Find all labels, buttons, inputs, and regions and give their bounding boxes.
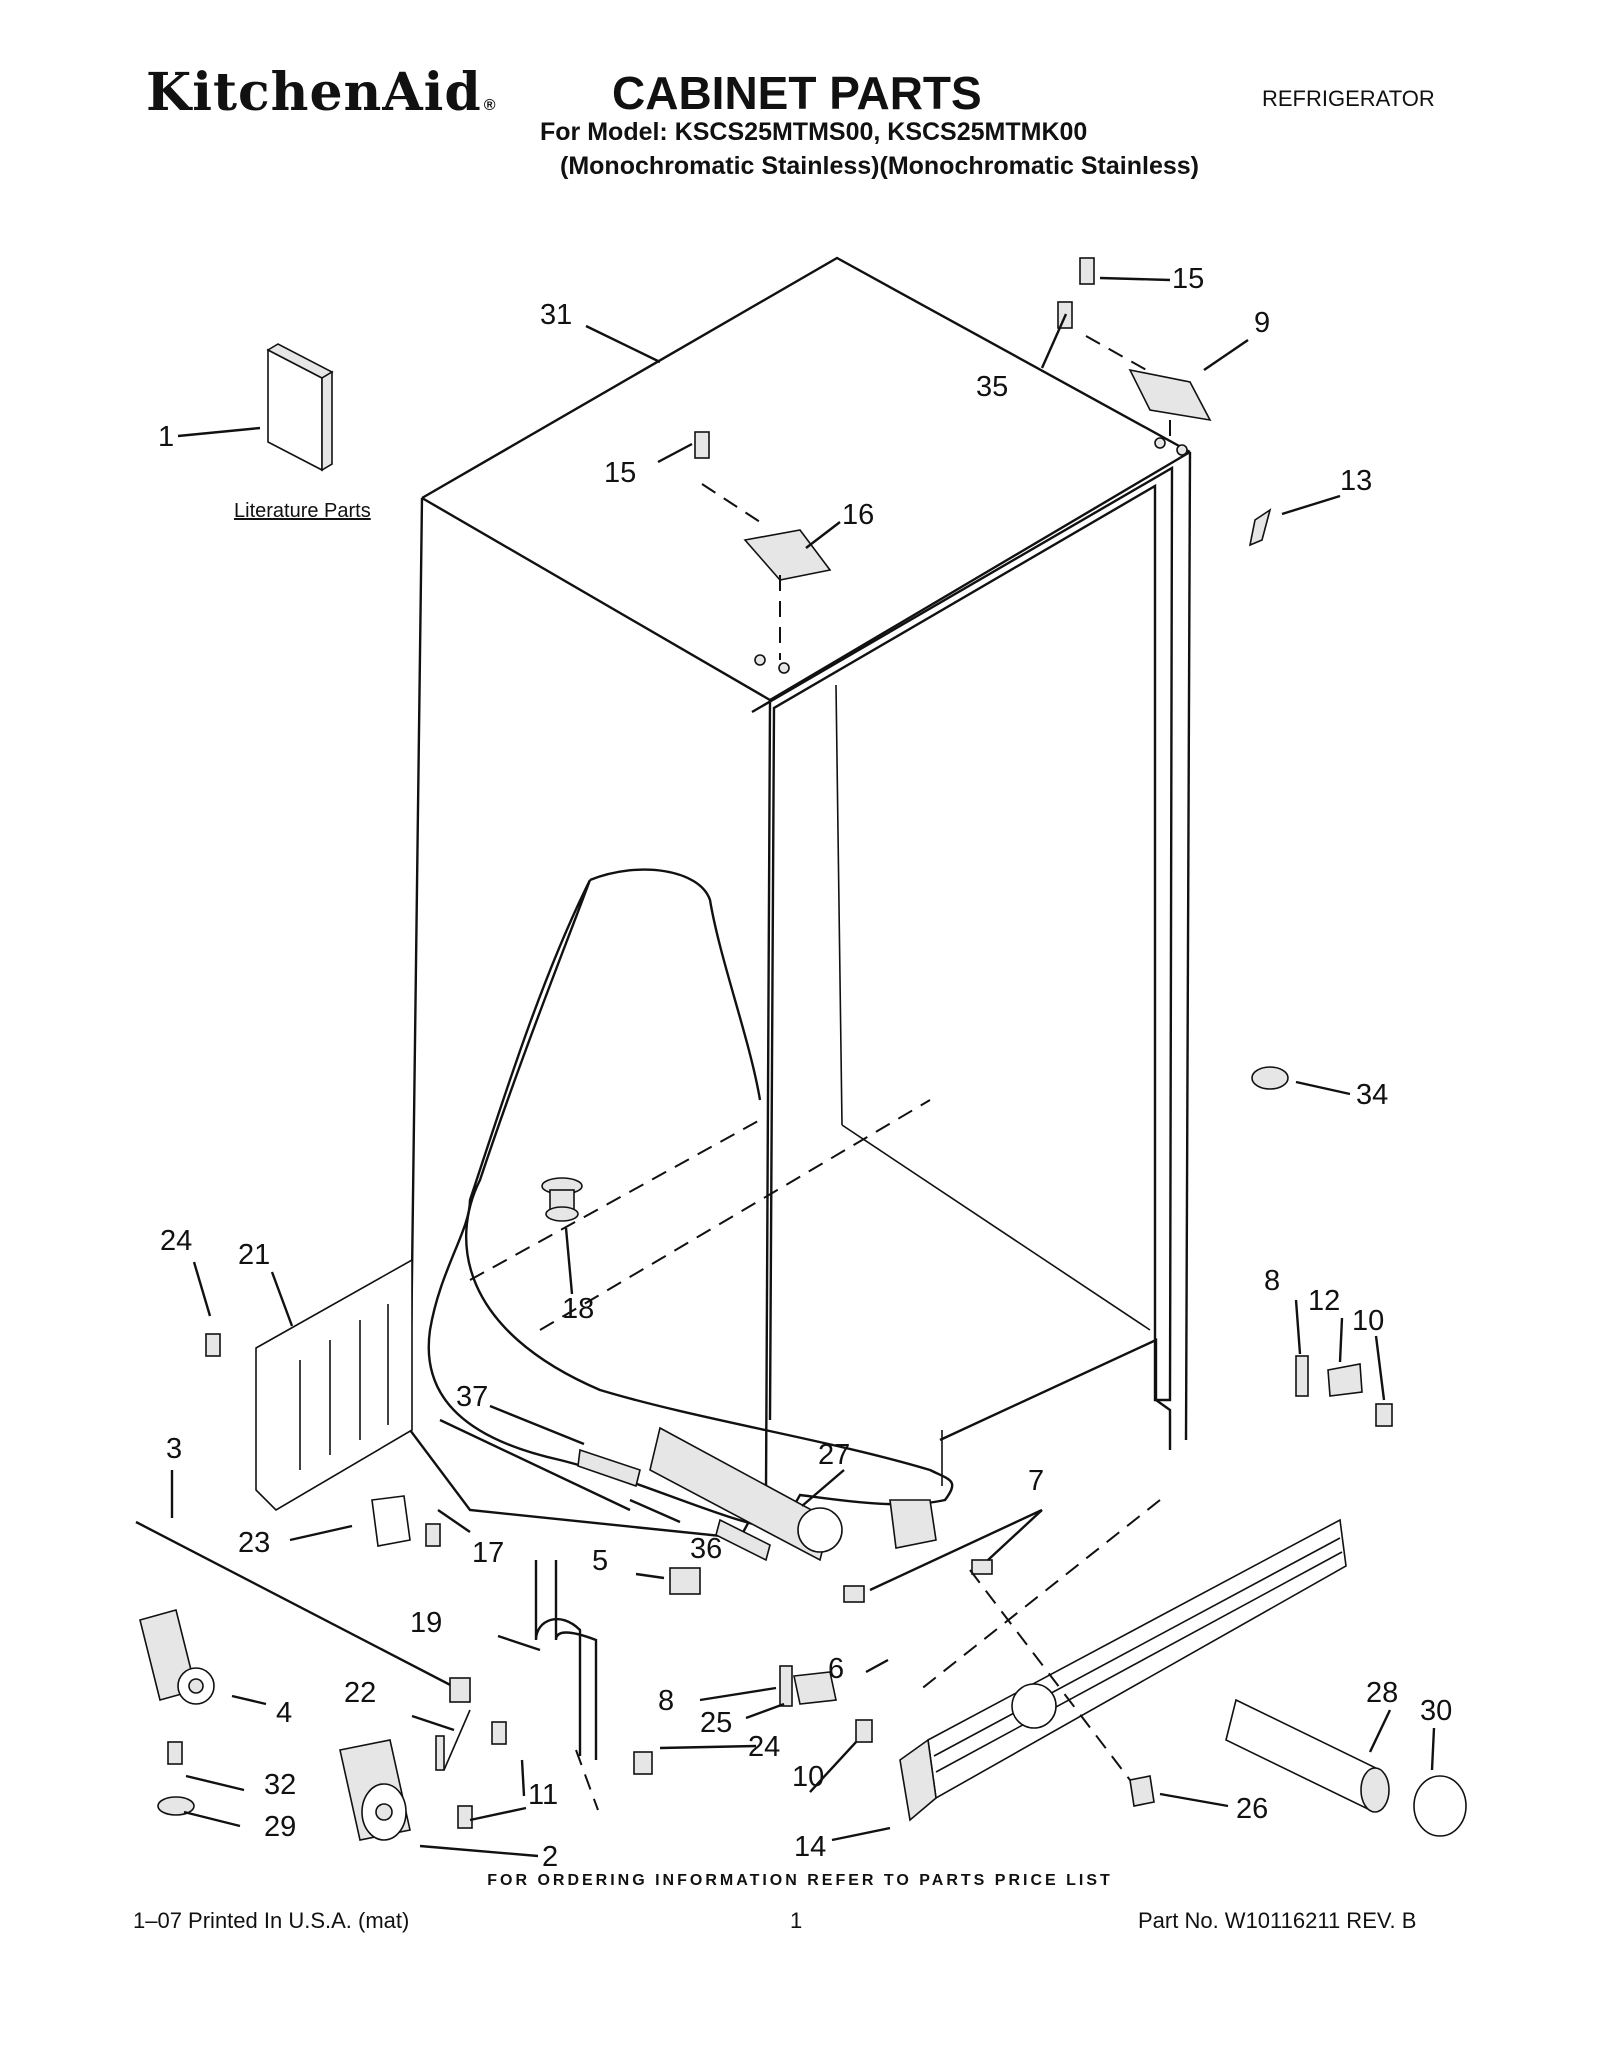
callout-16: 16	[842, 499, 874, 531]
callout-37: 37	[456, 1381, 488, 1413]
screw-part	[843, 1585, 865, 1603]
callout-11: 11	[528, 1779, 558, 1811]
page-number: 1	[790, 1908, 803, 1933]
cabinet-shell	[408, 256, 1192, 1540]
lower-hinge	[1327, 1363, 1363, 1397]
callout-arrows	[170, 276, 1436, 1858]
callout-21: 21	[238, 1239, 270, 1271]
callout-15b: 15	[604, 457, 636, 489]
brand-logo: KitchenAid®	[146, 62, 497, 123]
water-filter	[1225, 1698, 1390, 1813]
callout-1: 1	[158, 421, 174, 453]
callout-19: 19	[410, 1607, 442, 1639]
callout-29: 29	[264, 1811, 296, 1843]
page-title: CABINET PARTS	[612, 67, 982, 119]
rear-access-grille	[255, 1258, 413, 1512]
callout-10a: 10	[792, 1761, 824, 1793]
callout-22: 22	[344, 1677, 376, 1709]
upper-hinge-left	[701, 483, 832, 660]
clip-part	[1248, 508, 1272, 547]
callout-28: 28	[1366, 1677, 1398, 1709]
registered-mark: ®	[483, 97, 497, 114]
callout-24b: 24	[748, 1731, 780, 1763]
part-number: Part No. W10116211 REV. B	[1138, 1908, 1417, 1933]
cutaway-area	[427, 879, 954, 1532]
literature-booklet	[266, 343, 334, 472]
callout-15a: 15	[1172, 263, 1204, 295]
print-info: 1–07 Printed In U.S.A. (mat)	[133, 1908, 410, 1933]
callout-8b: 8	[1264, 1265, 1280, 1297]
callout-25: 25	[700, 1707, 732, 1739]
callout-14: 14	[794, 1831, 826, 1863]
callout-36: 36	[690, 1533, 722, 1565]
callout-31: 31	[540, 299, 572, 331]
filter-cap	[1413, 1775, 1467, 1837]
leveling-rod	[135, 1520, 471, 1703]
front-roller	[339, 1739, 411, 1841]
callout-9: 9	[1254, 307, 1270, 339]
clip-26	[1129, 1775, 1155, 1807]
callout-18: 18	[562, 1293, 594, 1325]
literature-parts-label: Literature Parts	[234, 500, 371, 522]
callout-5: 5	[592, 1545, 608, 1577]
callout-8a: 8	[658, 1685, 674, 1717]
bracket-23	[371, 1495, 411, 1547]
callout-27: 27	[818, 1439, 850, 1471]
rear-roller	[139, 1609, 215, 1705]
callout-30: 30	[1420, 1695, 1452, 1727]
model-description: (Monochromatic Stainless)(Monochromatic …	[560, 152, 1199, 180]
hinge-pin-bracket	[779, 1665, 793, 1707]
callout-4: 4	[276, 1697, 292, 1729]
brand-name: KitchenAid	[146, 62, 482, 123]
callout-6: 6	[828, 1653, 844, 1685]
callout-7: 7	[1028, 1465, 1044, 1497]
model-line: For Model: KSCS25MTMS00, KSCS25MTMK00	[540, 118, 1088, 146]
callout-32: 32	[264, 1769, 296, 1801]
drain-hose	[534, 1560, 598, 1760]
callout-35: 35	[976, 371, 1008, 403]
callout-26: 26	[1236, 1793, 1268, 1825]
cover-part	[1251, 1066, 1289, 1090]
callout-10b: 10	[1352, 1305, 1384, 1337]
appliance-category: REFRIGERATOR	[1262, 86, 1435, 111]
relay-part	[669, 1567, 701, 1595]
toe-grille	[899, 1518, 1347, 1822]
bracket-part	[889, 1499, 937, 1549]
screw-top	[694, 257, 1095, 459]
drain-fitting	[541, 1177, 583, 1222]
callout-34: 34	[1356, 1079, 1388, 1111]
callout-2: 2	[542, 1841, 558, 1873]
callout-23: 23	[238, 1527, 270, 1559]
water-line	[439, 1418, 843, 1562]
callout-3: 3	[166, 1433, 182, 1465]
callout-17: 17	[472, 1537, 504, 1569]
ordering-note: FOR ORDERING INFORMATION REFER TO PARTS …	[487, 1872, 1113, 1889]
callout-13: 13	[1340, 465, 1372, 497]
callout-12: 12	[1308, 1285, 1340, 1317]
leveling-screw	[157, 1735, 445, 1816]
upper-hinge-right	[1085, 335, 1212, 446]
callout-24a: 24	[160, 1225, 192, 1257]
callout-numbers: 1 2 3 4 5 6 7 8 8 9 10 10 11 12 13 14 15…	[158, 263, 1452, 1873]
